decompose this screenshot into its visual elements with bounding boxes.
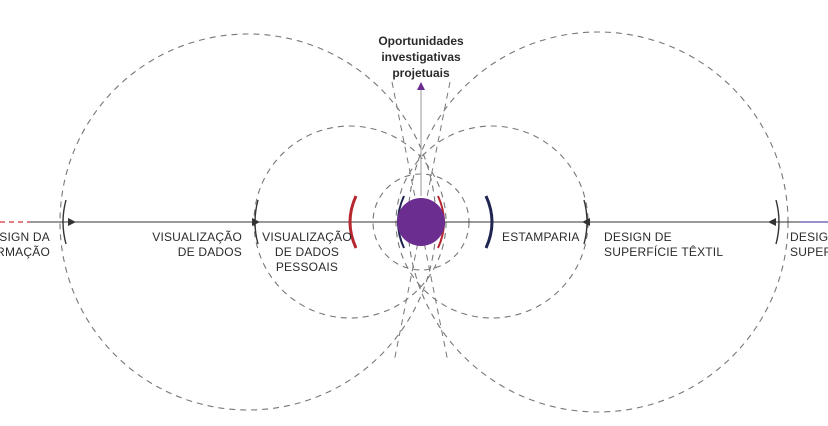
center-circle bbox=[397, 198, 445, 246]
label-design-superficie-edge: DESIGN DE SUPERFÍCIE bbox=[790, 230, 828, 260]
label-design-superficie-textil: DESIGN DE SUPERFÍCIE TÊXTIL bbox=[604, 230, 734, 260]
label-visualizacao-pessoais-line-2: DE DADOS bbox=[274, 245, 340, 259]
label-design-superficie-line-2: SUPERFÍCIE TÊXTIL bbox=[604, 245, 724, 259]
navy-arc-right bbox=[484, 195, 494, 249]
arc-left-outer bbox=[62, 199, 67, 245]
label-estamparia: ESTAMPARIA bbox=[502, 230, 592, 245]
red-arc-left bbox=[348, 195, 358, 249]
title-line-1: Oportunidades bbox=[378, 34, 464, 48]
label-design-superficie-line-1: DESIGN DE bbox=[604, 230, 672, 244]
arrow-left-1 bbox=[68, 218, 76, 226]
arrow-left-2 bbox=[252, 218, 260, 226]
title-line-3: projetuais bbox=[392, 66, 450, 80]
label-estamparia-line-1: ESTAMPARIA bbox=[502, 230, 580, 244]
label-visualizacao-pessoais-line-3: PESSOAIS bbox=[275, 260, 339, 274]
arrow-right-1 bbox=[768, 218, 776, 226]
label-visualizacao-dados-pessoais: VISUALIZAÇÃO DE DADOS PESSOAIS bbox=[262, 230, 352, 275]
label-design-informacao: DESIGN DA INFORMAÇÃO bbox=[0, 230, 50, 260]
title-line-2: investigativas bbox=[381, 50, 461, 64]
diagram-title: Oportunidades investigativas projetuais bbox=[356, 33, 486, 81]
cross-line-2 bbox=[393, 81, 451, 363]
arrow-right-2 bbox=[582, 218, 590, 226]
label-design-superficie-edge-line-2: SUPERFÍCIE bbox=[790, 245, 828, 259]
cross-line-1 bbox=[391, 81, 449, 363]
arc-left-mid bbox=[254, 199, 259, 245]
label-visualizacao-line-1: VISUALIZAÇÃO bbox=[152, 230, 242, 244]
arc-right-outer bbox=[775, 199, 780, 245]
label-visualizacao-pessoais-line-1: VISUALIZAÇÃO bbox=[262, 230, 352, 244]
vertical-arrow bbox=[417, 82, 425, 90]
label-visualizacao-line-2: DE DADOS bbox=[177, 245, 242, 259]
arc-right-mid bbox=[583, 199, 588, 245]
label-design-superficie-edge-line-1: DESIGN DE bbox=[790, 230, 828, 244]
label-design-informacao-line-1: DESIGN DA bbox=[0, 230, 50, 244]
label-visualizacao-dados: VISUALIZAÇÃO DE DADOS bbox=[130, 230, 242, 260]
label-design-informacao-line-2: INFORMAÇÃO bbox=[0, 245, 50, 259]
